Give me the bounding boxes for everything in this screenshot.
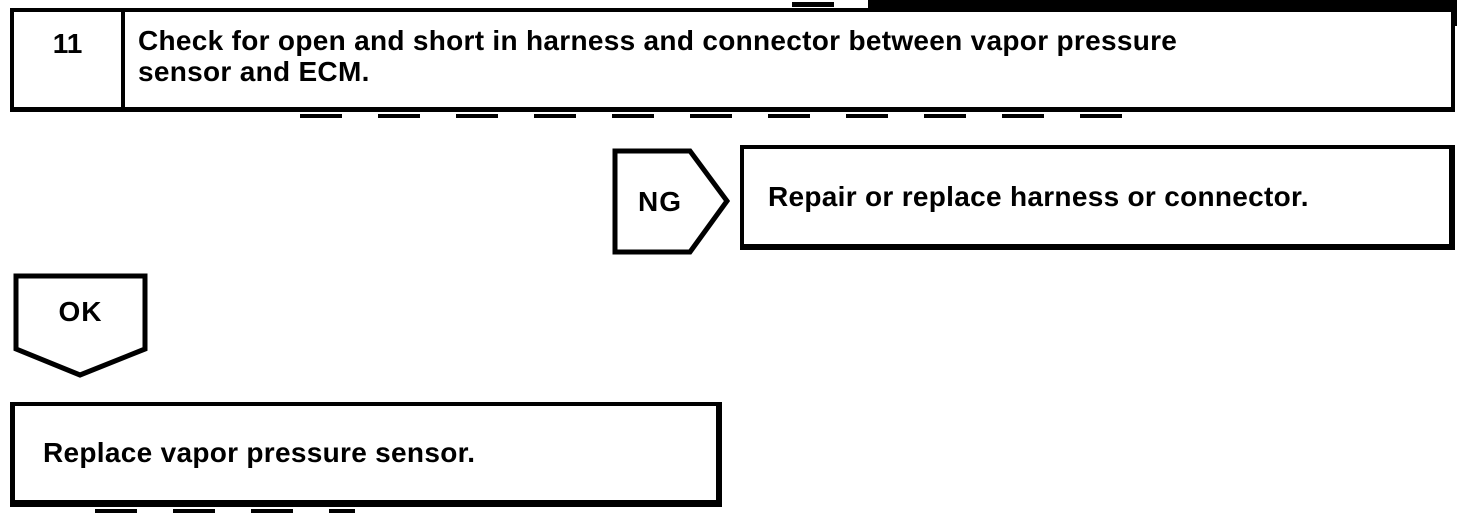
scan-artifact-top-bar [868,0,1457,8]
ok-action-text: Replace vapor pressure sensor. [43,437,476,468]
scan-artifact-top-dashes [792,2,872,7]
step-header-box: 11 Check for open and short in harness a… [10,8,1455,112]
ok-direction-pentagon: OK [13,273,148,378]
step-number: 11 [14,12,125,107]
ok-label: OK [58,295,103,327]
step-instruction-line-1: Check for open and short in harness and … [138,25,1178,56]
ng-direction-pentagon: NG [612,148,730,255]
scan-artifact-under-ok-box [95,509,355,513]
ok-action-box: Replace vapor pressure sensor. [10,402,722,507]
ng-action-box: Repair or replace harness or connector. [740,145,1455,250]
step-instruction-line-2: sensor and ECM. [138,56,370,87]
scan-artifact-under-step-box [300,114,1130,118]
ng-action-text: Repair or replace harness or connector. [768,180,1309,212]
ok-pentagon-icon [13,273,148,378]
step-instruction: Check for open and short in harness and … [125,12,1451,107]
ng-label: NG [638,185,682,217]
ng-pentagon-icon [612,148,730,255]
